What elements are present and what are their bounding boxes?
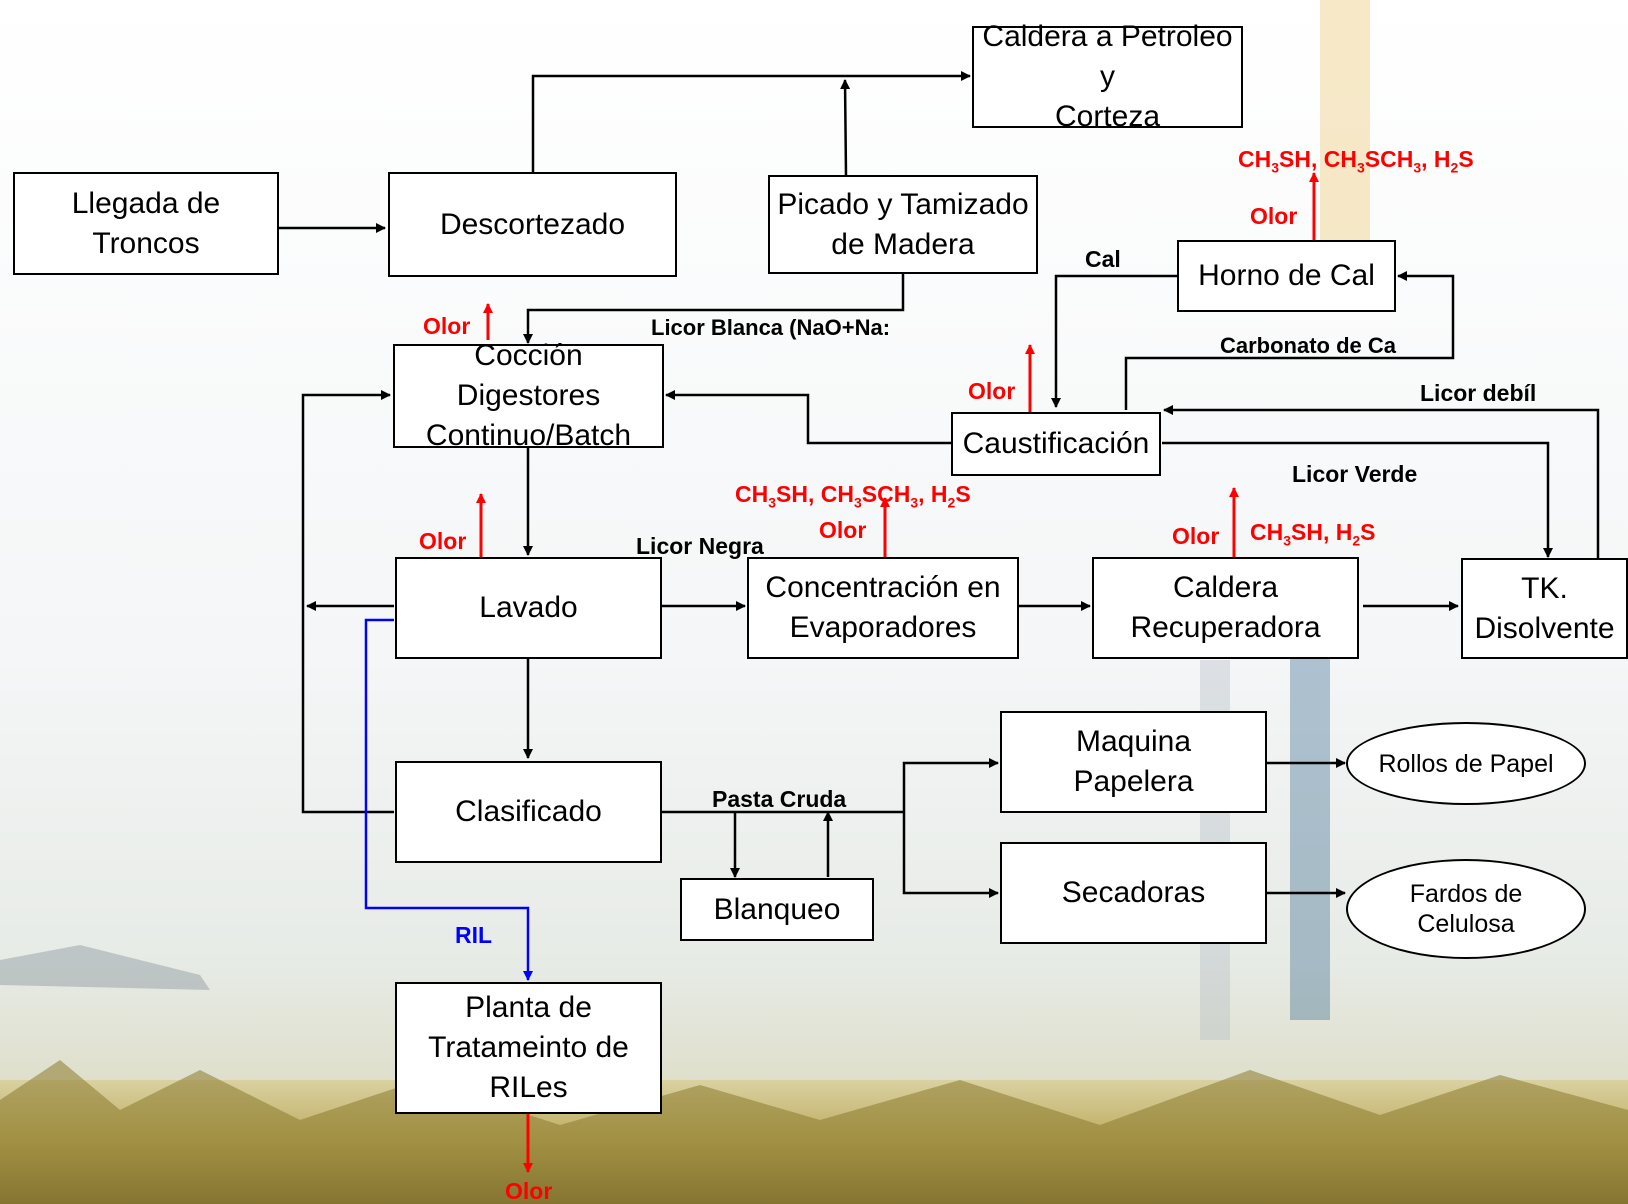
node-picado-tamizado: Picado y Tamizado de Madera: [768, 175, 1038, 274]
node-clasificado: Clasificado: [395, 761, 662, 863]
arrow-tk-to-caustificacion: [1163, 405, 1600, 558]
arrow-to-secadoras: [902, 812, 999, 898]
node-tk-disolvente: TK. Disolvente: [1461, 558, 1628, 659]
label-licor-blanca: Licor Blanca (NaO+Na:: [651, 315, 891, 340]
emission-formula-concentracion: CH3SH, CH3SCH3, H2S: [735, 481, 971, 511]
label-ril: RIL: [455, 922, 493, 948]
arrow-picado-to-caldera: [840, 79, 851, 176]
node-planta-tratamiento: Planta de Tratameinto de RILes: [395, 982, 662, 1114]
label-licor-verde: Licor Verde: [1292, 461, 1418, 487]
arrow-caustificacion-to-horno: [1124, 271, 1455, 410]
label-licor-negra: Licor Negra: [636, 533, 764, 559]
label-licor-debil: Licor debíl: [1420, 380, 1537, 406]
node-caldera-petroleo: Caldera a Petroleo y Corteza: [972, 20, 1243, 133]
olor-label-concentracion: Olor: [819, 517, 867, 543]
arrow-picado-to-coccion: [523, 273, 905, 344]
arrow-caustificacion-to-coccion: [665, 390, 951, 445]
olor-label-horno: Olor: [1250, 203, 1298, 229]
node-fardos-celulosa: Fardos de Celulosa: [1346, 859, 1586, 959]
node-horno-cal: Horno de Cal: [1177, 240, 1396, 312]
arrow-horno-to-caustificacion: [1051, 274, 1177, 408]
node-llegada-troncos: Llegada de Troncos: [13, 172, 279, 275]
emission-formula-horno: CH3SH, CH3SCH3, H2S: [1238, 146, 1474, 176]
olor-label-coccion: Olor: [423, 313, 471, 339]
arrow-ril-effluent: [364, 618, 533, 981]
node-coccion-digestores: Cocción Digestores Continuo/Batch: [393, 339, 664, 452]
olor-label-lavado: Olor: [419, 528, 467, 554]
node-blanqueo: Blanqueo: [680, 878, 874, 941]
node-descortezado: Descortezado: [388, 172, 677, 277]
olor-label-caldera: Olor: [1172, 523, 1220, 549]
node-rollos-papel: Rollos de Papel: [1346, 722, 1586, 805]
label-pasta-cruda: Pasta Cruda: [712, 786, 847, 812]
arrow-to-maquina: [902, 758, 999, 812]
node-lavado: Lavado: [395, 557, 662, 659]
label-carbonato: Carbonato de Ca: [1220, 333, 1397, 358]
node-concentracion-evaporadores: Concentración en Evaporadores: [747, 557, 1019, 659]
node-caustificacion: Caustificación: [951, 412, 1161, 476]
node-secadoras: Secadoras: [1000, 842, 1267, 944]
label-cal: Cal: [1085, 246, 1121, 272]
arrow-descortezado-to-caldera: [531, 71, 971, 172]
node-caldera-recuperadora: Caldera Recuperadora: [1092, 557, 1359, 659]
arrow-clasificado-to-coccion: [301, 390, 394, 814]
node-maquina-papelera: Maquina Papelera: [1000, 711, 1267, 813]
olor-label-planta: Olor: [505, 1178, 553, 1204]
emission-formula-caldera: CH3SH, H2S: [1250, 519, 1376, 549]
olor-label-caustificacion: Olor: [968, 378, 1016, 404]
arrow-caustificacion-to-tk: [1162, 441, 1553, 558]
